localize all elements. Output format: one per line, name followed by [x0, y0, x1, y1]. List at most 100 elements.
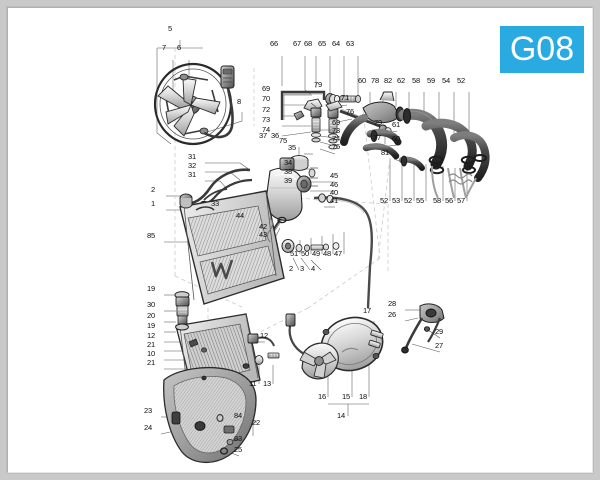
callout-40: 40: [330, 188, 338, 197]
callout-78: 78: [371, 76, 379, 85]
callout-13: 13: [263, 379, 271, 388]
callout-11: 11: [249, 379, 257, 388]
callout-70: 70: [262, 94, 270, 103]
callout-14: 14: [337, 411, 345, 420]
callout-21: 21: [147, 340, 155, 349]
callout-12: 12: [260, 331, 268, 340]
callout-55: 55: [416, 196, 424, 205]
callout-27: 27: [435, 341, 443, 350]
callout-6: 6: [177, 43, 181, 52]
callout-65: 65: [318, 39, 326, 48]
callout-25: 25: [234, 445, 242, 454]
callout-20: 20: [147, 311, 155, 320]
callout-23: 23: [144, 406, 152, 415]
callout-18: 18: [359, 392, 367, 401]
section-badge-label: G08: [509, 30, 575, 68]
callout-53: 53: [392, 196, 400, 205]
callout-3: 3: [300, 264, 304, 273]
callout-12: 12: [147, 331, 155, 340]
callout-60: 60: [392, 134, 400, 143]
callout-72: 72: [262, 105, 270, 114]
callout-83: 83: [234, 434, 242, 443]
callout-1: 1: [151, 199, 155, 208]
callout-31: 31: [188, 152, 196, 161]
callout-54: 54: [442, 76, 450, 85]
callout-52: 52: [380, 196, 388, 205]
callout-85: 85: [147, 231, 155, 240]
callout-38: 38: [284, 167, 292, 176]
callout-77: 77: [373, 133, 381, 142]
callout-84: 84: [234, 411, 242, 420]
callout-28: 28: [388, 299, 396, 308]
callout-69: 69: [262, 84, 270, 93]
callout-51: 51: [290, 249, 298, 258]
callout-52: 52: [457, 76, 465, 85]
callout-30: 30: [147, 300, 155, 309]
callout-8: 8: [237, 97, 241, 106]
callout-32: 32: [188, 161, 196, 170]
section-badge: G08: [500, 26, 584, 73]
callout-43: 43: [259, 230, 267, 239]
callout-48: 48: [323, 249, 331, 258]
callout-29: 29: [435, 327, 443, 336]
callout-81: 81: [381, 148, 389, 157]
callout-59: 59: [427, 76, 435, 85]
lower-cover-shroud: [163, 367, 257, 463]
callout-44: 44: [236, 211, 244, 220]
callout-67: 67: [293, 39, 301, 48]
callout-19: 19: [147, 321, 155, 330]
callout-76: 76: [346, 107, 354, 116]
callout-42: 42: [259, 222, 267, 231]
callout-79: 79: [314, 80, 322, 89]
callout-49: 49: [312, 249, 320, 258]
callout-24: 24: [144, 423, 152, 432]
callout-61: 61: [392, 120, 400, 129]
callout-74: 74: [262, 125, 270, 134]
callout-75: 75: [332, 142, 340, 151]
callout-4: 4: [311, 264, 315, 273]
callout-73: 73: [332, 126, 340, 135]
callout-66: 66: [270, 39, 278, 48]
callout-58: 58: [412, 76, 420, 85]
diagram-canvas: [153, 40, 490, 463]
callout-5: 5: [168, 24, 172, 33]
callout-15: 15: [342, 392, 350, 401]
callout-75: 75: [279, 136, 287, 145]
callout-33: 33: [211, 199, 219, 208]
callout-57: 57: [457, 196, 465, 205]
callout-74: 74: [332, 134, 340, 143]
callout-50: 50: [301, 249, 309, 258]
callout-7: 7: [162, 43, 166, 52]
callout-45: 45: [330, 171, 338, 180]
callout-26: 26: [388, 310, 396, 319]
callout-22: 22: [252, 418, 260, 427]
callout-10: 10: [147, 349, 155, 358]
callout-71: 71: [341, 93, 349, 102]
callout-60: 60: [358, 76, 366, 85]
callout-79: 79: [374, 118, 382, 127]
callout-69: 69: [332, 118, 340, 127]
callout-47: 47: [334, 249, 342, 258]
callout-56: 56: [445, 196, 453, 205]
callout-21: 21: [147, 358, 155, 367]
callout-16: 16: [318, 392, 326, 401]
callout-52: 52: [404, 196, 412, 205]
callout-62: 62: [397, 76, 405, 85]
mounting-bracket: [401, 303, 445, 354]
callout-36: 36: [271, 131, 279, 140]
callout-2: 2: [151, 185, 155, 194]
callout-34: 34: [284, 158, 292, 167]
main-radiator: [179, 190, 285, 305]
callout-64: 64: [332, 39, 340, 48]
callout-37: 37: [259, 131, 267, 140]
callout-63: 63: [346, 39, 354, 48]
callout-41: 41: [330, 196, 338, 205]
callout-82: 82: [384, 76, 392, 85]
callout-73: 73: [262, 115, 270, 124]
callout-2: 2: [289, 264, 293, 273]
callout-31: 31: [188, 170, 196, 179]
callout-58: 58: [433, 196, 441, 205]
callout-17: 17: [363, 306, 371, 315]
